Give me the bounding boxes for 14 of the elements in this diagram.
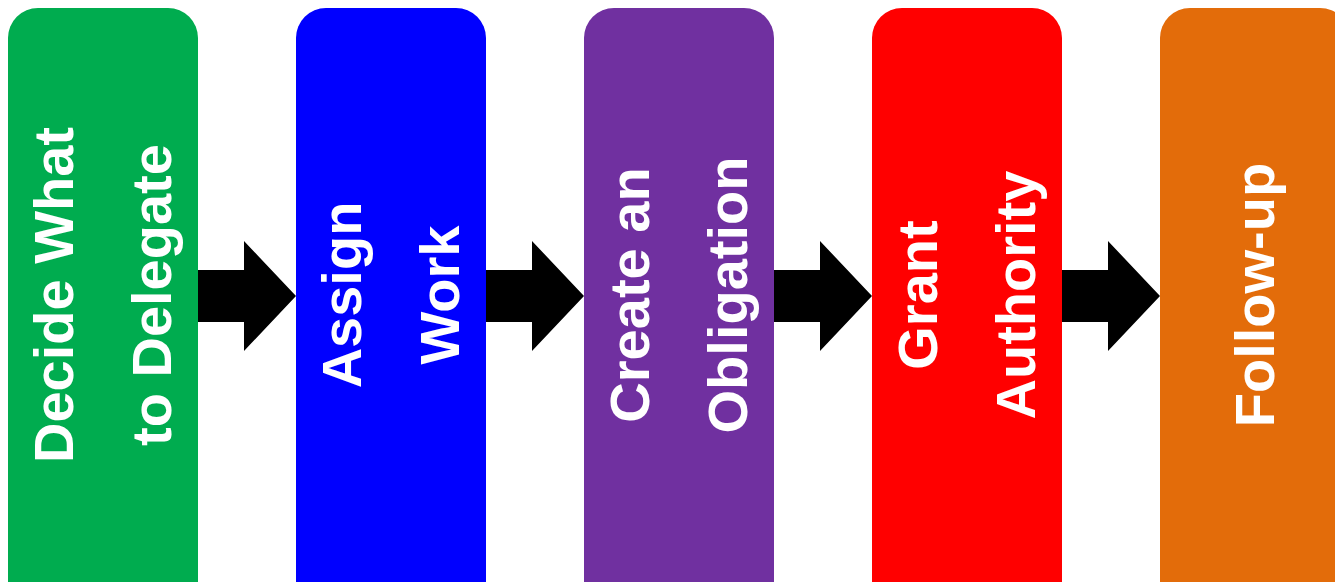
- block-arrow: [774, 241, 872, 351]
- step-label: Grant Authority: [885, 169, 1048, 422]
- block-arrow: [198, 241, 296, 351]
- step-label: Decide What to Delegate: [21, 125, 184, 466]
- step-label: Assign Work: [309, 200, 472, 391]
- step-box: [1160, 8, 1335, 582]
- block-arrow: [486, 241, 584, 351]
- step-box: [584, 8, 774, 582]
- step-box: [296, 8, 486, 582]
- block-arrow: [1062, 241, 1160, 351]
- step-label: Create an Obligation: [597, 155, 760, 436]
- step-box: [872, 8, 1062, 582]
- step-box: [8, 8, 198, 582]
- step-label: Follow-up: [1222, 161, 1287, 430]
